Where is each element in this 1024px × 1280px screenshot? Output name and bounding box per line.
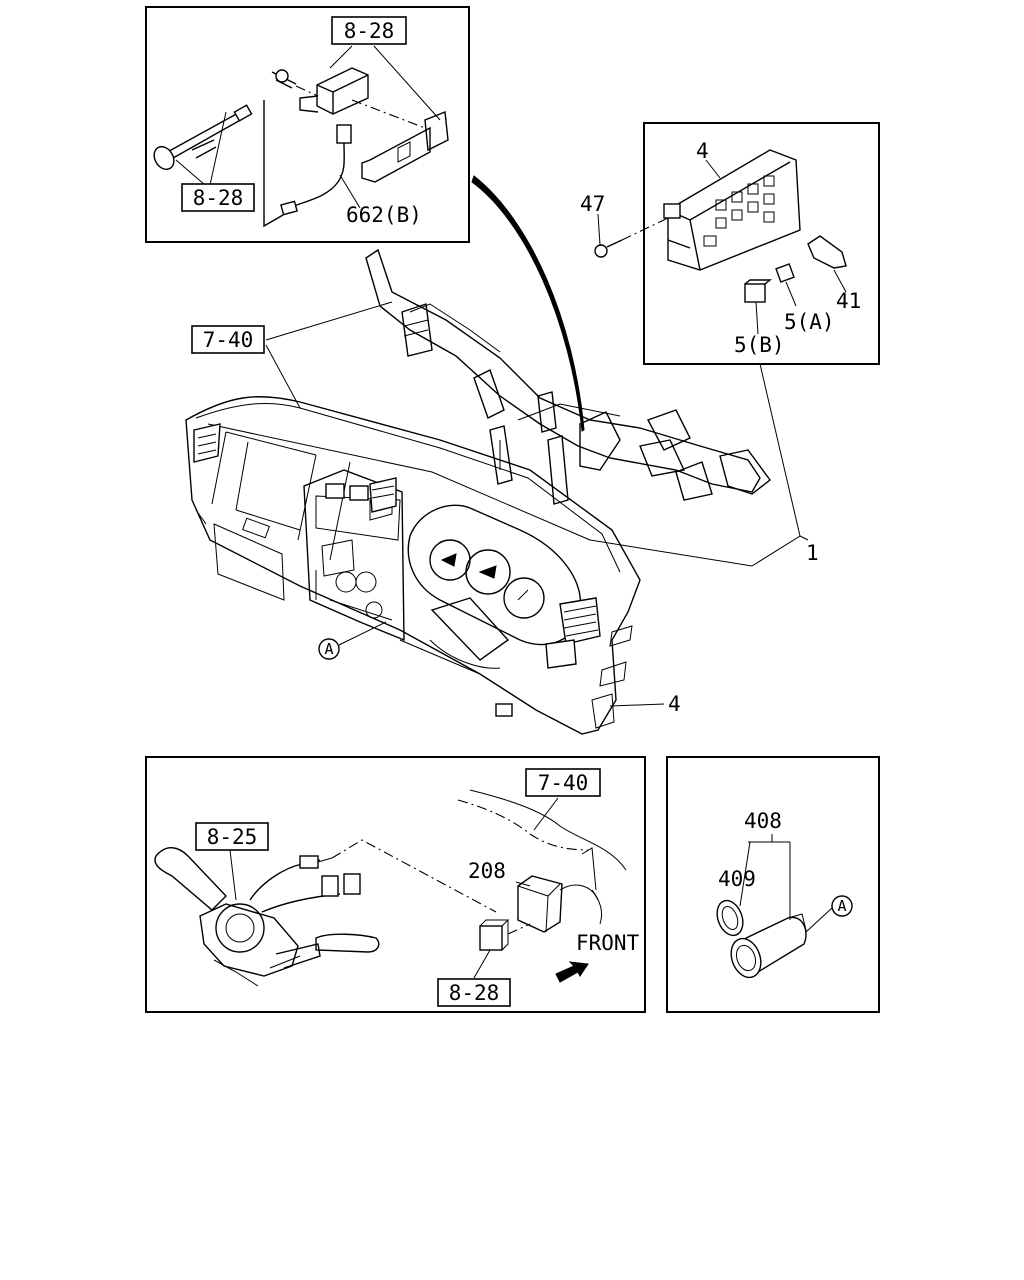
part-label-4-bottom: 4 — [668, 692, 681, 716]
circle-callout-a-lighter: A — [831, 895, 853, 917]
callout-arrow — [471, 175, 585, 432]
ref-box-8-25: 8-25 — [195, 822, 269, 851]
ref-box-8-28-top: 8-28 — [331, 16, 407, 45]
svg-text:A: A — [324, 640, 333, 658]
svg-text:8-25: 8-25 — [207, 825, 258, 849]
leader-4-bottom — [609, 703, 665, 707]
part-label-409: 409 — [718, 867, 756, 891]
inset-panel-cigarette-lighter — [666, 756, 880, 1013]
inset-panel-control-unit — [594, 122, 880, 365]
part-label-4-top: 4 — [696, 139, 709, 163]
inset-panel-combination-switch — [145, 756, 646, 1013]
ref-box-8-28-bottom: 8-28 — [437, 978, 511, 1007]
svg-text:A: A — [837, 897, 846, 915]
part-label-41: 41 — [836, 289, 861, 313]
part-label-5a: 5(A) — [784, 310, 835, 334]
leader-7-40 — [265, 301, 393, 409]
part-label-47: 47 — [580, 192, 605, 216]
ref-box-7-40-main: 7-40 — [191, 325, 265, 354]
leader-1 — [589, 363, 809, 567]
cross-car-beam — [365, 248, 771, 505]
part-label-1: 1 — [806, 541, 819, 565]
part-label-408: 408 — [744, 809, 782, 833]
part-label-5b: 5(B) — [734, 333, 785, 357]
leader-a-main — [338, 621, 387, 646]
front-direction-label: FRONT — [576, 931, 640, 955]
svg-text:8-28: 8-28 — [193, 186, 244, 210]
svg-text:8-28: 8-28 — [449, 981, 500, 1005]
ref-box-7-40-bottom: 7-40 — [525, 768, 601, 797]
part-label-208: 208 — [468, 859, 506, 883]
instrument-panel — [185, 395, 641, 735]
svg-text:7-40: 7-40 — [538, 771, 589, 795]
circle-callout-a-main: A — [318, 638, 340, 660]
part-label-662b: 662(B) — [346, 203, 422, 227]
svg-text:8-28: 8-28 — [344, 19, 395, 43]
svg-text:7-40: 7-40 — [203, 328, 254, 352]
ref-box-8-28-left: 8-28 — [181, 183, 255, 212]
